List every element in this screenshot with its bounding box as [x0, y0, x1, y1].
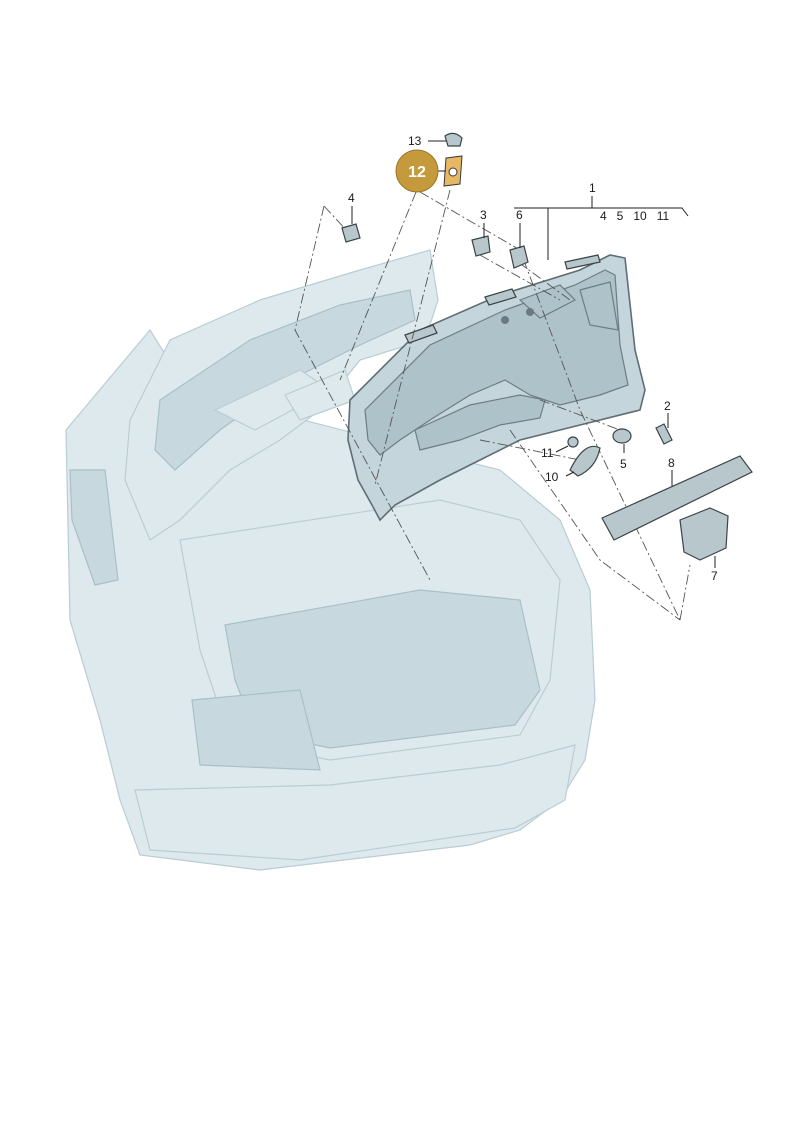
label-1: 1: [589, 181, 596, 195]
highlight-circle: [395, 149, 439, 193]
label-13: 13: [408, 134, 422, 148]
part-11-clip: [567, 436, 579, 448]
label-10: 10: [545, 470, 559, 484]
label-2: 2: [664, 399, 671, 413]
part-labels: 13 4 3 6 1 4 5 10 11 2 11 5 10 8 7: [348, 134, 718, 583]
part-8-trim-strip: [601, 455, 753, 541]
part-7-lock: [679, 507, 729, 561]
label-11: 11: [541, 446, 554, 460]
parts: [341, 132, 753, 561]
part-4-bracket: [341, 223, 361, 243]
label-6: 6: [516, 208, 523, 222]
highlight-label-12: 12: [408, 164, 426, 181]
part-2-bolt: [655, 423, 673, 445]
label-5: 5: [620, 457, 627, 471]
part-13-cap: [444, 132, 463, 147]
label-1-group: 4 5 10 11: [600, 209, 669, 223]
part-5-cap: [612, 428, 632, 444]
trunk-lid: [347, 254, 646, 522]
part-10-handle: [569, 445, 601, 477]
label-8: 8: [668, 456, 675, 470]
part-6-bracket: [509, 245, 529, 269]
leader-lines: [351, 140, 716, 568]
label-4: 4: [348, 191, 355, 205]
part-3-bracket: [471, 235, 491, 257]
label-3: 3: [480, 208, 487, 222]
label-7: 7: [711, 569, 718, 583]
highlight-callout-12[interactable]: 12: [395, 149, 446, 193]
